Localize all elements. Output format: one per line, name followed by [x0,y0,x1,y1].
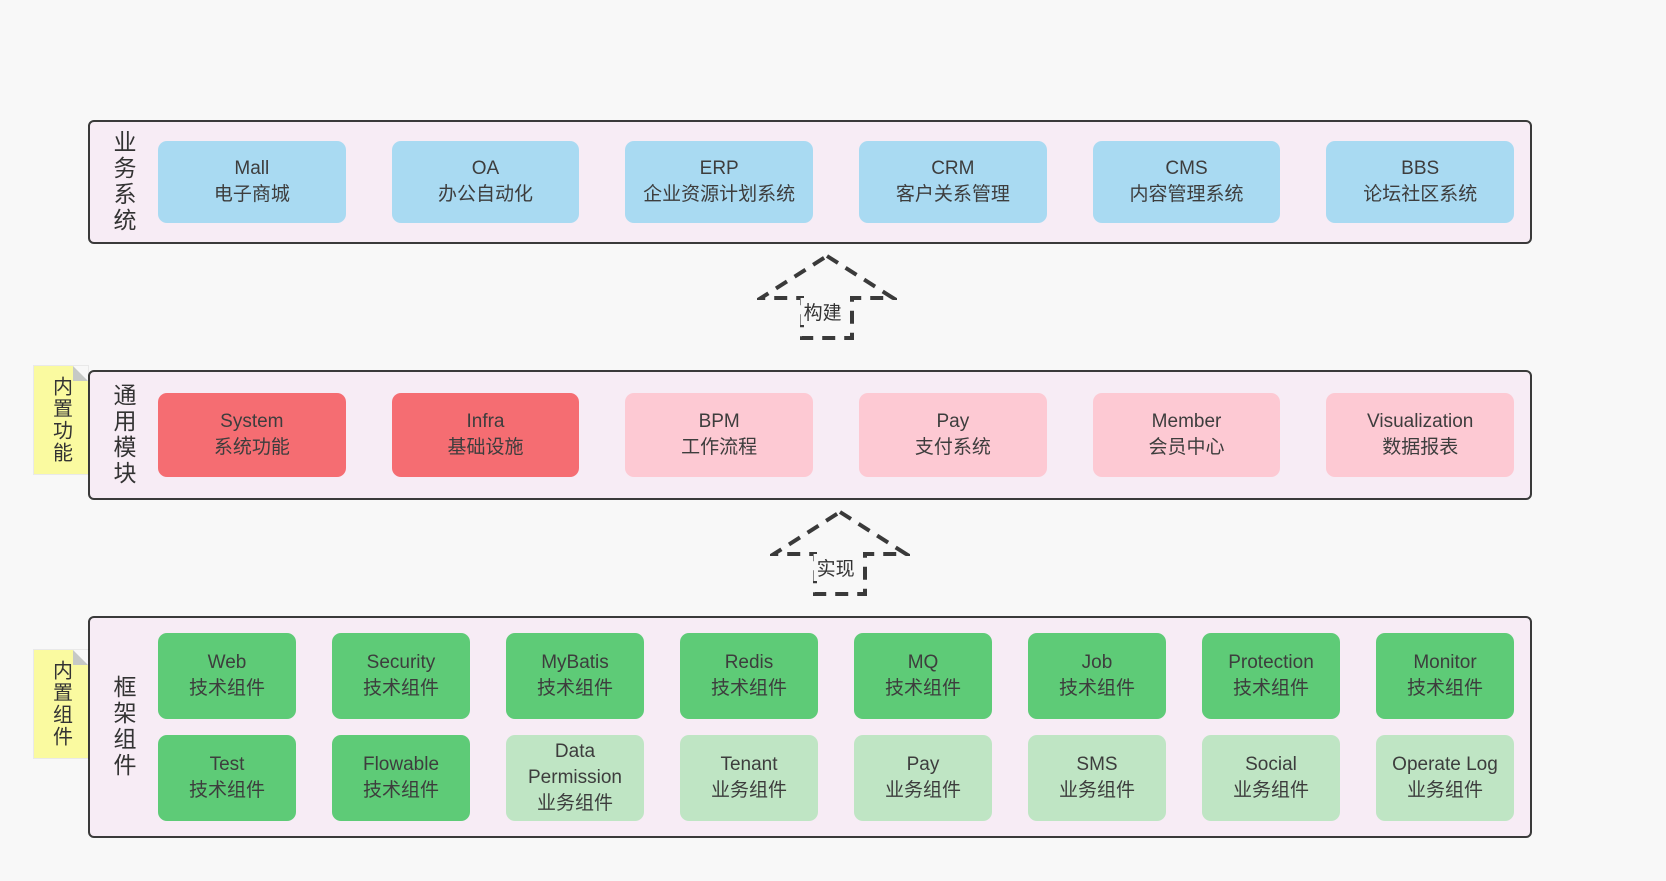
arrow-build: 构建 [757,252,897,342]
sticky-note-label: 内置功能 [49,376,72,464]
sticky-note-built-in-components: 内置组件 [34,650,88,758]
arrow-build-label: 构建 [800,298,845,325]
layer-label-framework-components: 框架组件 [110,675,136,779]
layer-label-business-systems: 业务系统 [110,130,136,234]
up-arrow-icon [757,253,897,340]
up-arrow-icon [770,509,910,596]
layer-label-common-modules: 通用模块 [110,383,136,487]
arrow-implement-label: 实现 [813,554,858,581]
sticky-note-label: 内置组件 [49,660,72,748]
sticky-note-built-in-features: 内置功能 [34,366,88,474]
arrow-implement: 实现 [770,508,910,598]
